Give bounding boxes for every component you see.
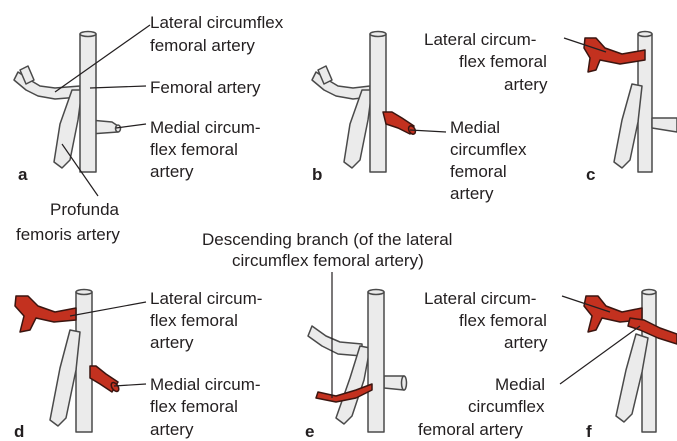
panel-b-label-medial-line-2: circumflex [450, 140, 527, 159]
panel-c-femoral-cut-end [638, 32, 652, 37]
panel-d-label-lateral-line-3: artery [150, 333, 194, 352]
panel-a-femoral-vessel [80, 34, 96, 172]
panel-a-label-femoral: Femoral artery [150, 78, 261, 97]
panel-d-label-medial-line-2: flex femoral [150, 397, 238, 416]
panel-e-letter: e [305, 422, 314, 441]
panel-e-femoral-vessel [368, 292, 384, 432]
panel-f-label-lateral-line-3: artery [504, 333, 548, 352]
panel-a-label-medial-line-2: flex femoral [150, 140, 238, 159]
panel-d-femoral-cut-end [76, 290, 92, 295]
panel-f-label-lateral-line-1: Lateral circum- [424, 289, 536, 308]
panel-d: Lateral circum- flex femoral artery Medi… [14, 289, 262, 441]
panel-d-lateral-circumflex-vessel [15, 296, 76, 332]
panel-d-label-lateral-line-1: Lateral circum- [150, 289, 262, 308]
panel-f-letter: f [586, 422, 592, 441]
panel-b-letter: b [312, 165, 322, 184]
panel-c-lateral-circumflex-vessel [584, 38, 645, 72]
panel-a-label-lateral-line-1: Lateral circumflex [150, 13, 284, 32]
panel-a-label-lateral-line-2: femoral artery [150, 36, 255, 55]
panel-c: Lateral circum- flex femoral artery c [424, 30, 677, 184]
panel-c-label-lateral-line-3: artery [504, 75, 548, 94]
panel-b-femoral-cut-end [370, 32, 386, 37]
panel-a-leader-femoral [90, 86, 146, 88]
panel-a-profunda-vessel [54, 90, 82, 168]
panel-b-femoral-vessel [370, 34, 386, 172]
panel-e-femoral-cut-end [368, 290, 384, 295]
panel-b-profunda-vessel [344, 90, 372, 168]
panel-d-label-medial-line-3: artery [150, 420, 194, 439]
panel-a-leader-lateral [55, 25, 150, 92]
panel-b-label-medial-line-4: artery [450, 184, 494, 203]
panel-a-label-medial-line-1: Medial circum- [150, 118, 261, 137]
panel-d-label-medial-line-1: Medial circum- [150, 375, 261, 394]
panel-a-letter: a [18, 165, 28, 184]
panel-c-label-lateral-line-1: Lateral circum- [424, 30, 536, 49]
panel-c-letter: c [586, 165, 595, 184]
panel-e: Descending branch (of the lateral circum… [202, 230, 452, 441]
panel-a-femoral-cut-end [80, 32, 96, 37]
panel-a-label-medial-line-3: artery [150, 162, 194, 181]
panel-c-medial-circumflex-vessel [652, 118, 677, 132]
panel-a-label-profunda-line-2: femoris artery [16, 225, 120, 244]
panel-e-medial-cut-end [402, 376, 407, 390]
panel-f-femoral-cut-end [642, 290, 656, 295]
panel-d-leader-medial [114, 384, 146, 386]
panel-d-letter: d [14, 422, 24, 441]
panel-f-label-medial-line-3: femoral artery [418, 420, 523, 439]
panel-e-descending-branch-vessel [316, 384, 372, 402]
panel-b-label-medial-line-3: femoral [450, 162, 507, 181]
panel-e-label-descending-line-1: Descending branch (of the lateral [202, 230, 452, 249]
panel-f-label-lateral-line-2: flex femoral [459, 311, 547, 330]
panel-e-label-descending-line-2: circumflex femoral artery) [232, 251, 424, 270]
panel-d-label-lateral-line-2: flex femoral [150, 311, 238, 330]
panel-c-label-lateral-line-2: flex femoral [459, 52, 547, 71]
panel-b-label-medial-line-1: Medial [450, 118, 500, 137]
panel-a: Lateral circumflex femoral artery Femora… [14, 13, 284, 244]
panel-f-label-medial-line-1: Medial [495, 375, 545, 394]
panel-e-profunda-vessel [336, 346, 370, 424]
panel-a-label-profunda-line-1: Profunda [50, 200, 120, 219]
panel-e-lateral-circumflex-vessel [308, 326, 362, 356]
panel-f: Lateral circum- flex femoral artery Medi… [418, 289, 677, 441]
panel-f-label-medial-line-2: circumflex [468, 397, 545, 416]
